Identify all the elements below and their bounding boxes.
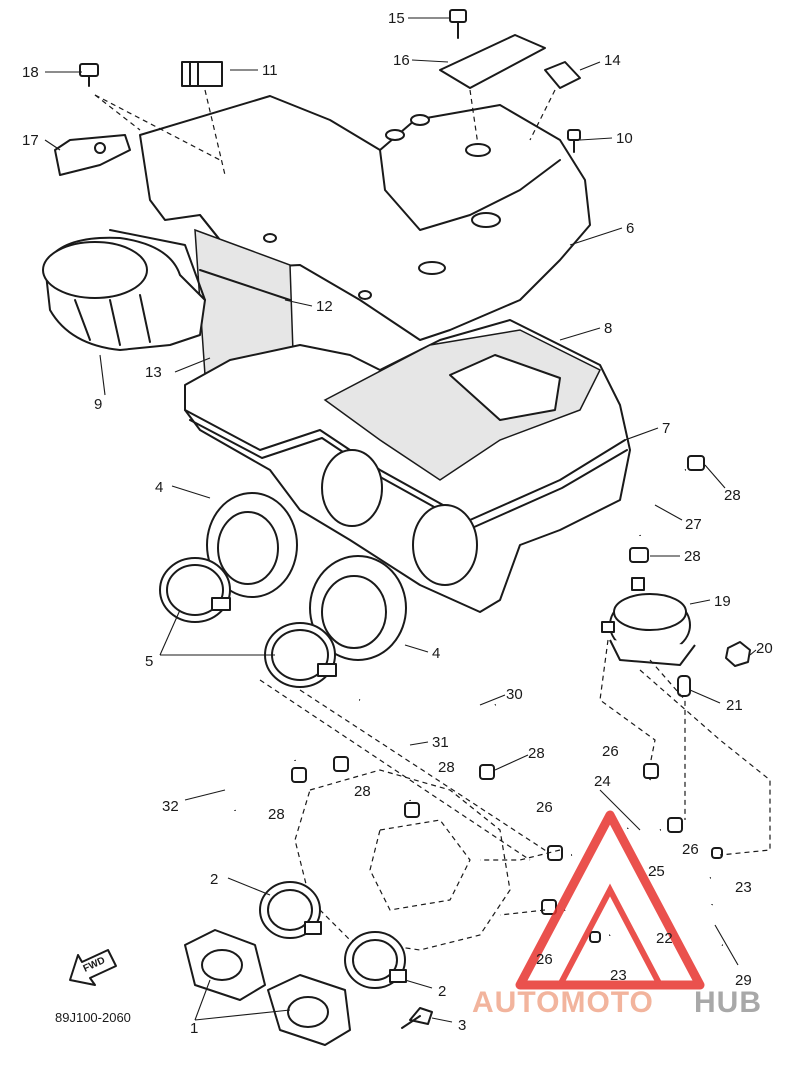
clip-26-c [667,817,683,833]
intake-joint-right [309,555,407,661]
forward-arrow: FWD [69,949,117,986]
callout-25: 25 [648,863,665,880]
callout-9: 9 [94,396,102,413]
callout-27: 27 [685,516,702,533]
hose-clip-28-c [404,802,420,818]
callout-20: 20 [756,640,773,657]
hose-31 [332,716,413,801]
plate-16 [439,34,546,89]
logo-left-text: AUTOMOTO [472,986,654,1019]
callout-18: 18 [22,64,39,81]
bracket-17 [54,134,131,176]
callout-26d: 26 [536,951,553,968]
clamp-2a [259,881,322,939]
watermark-logo: AUTOMOTO HUB [472,810,762,1019]
hose-32 [222,732,298,811]
hose-30 [359,697,497,734]
callout-26c: 26 [682,841,699,858]
callout-12: 12 [316,298,333,315]
nut-20 [725,641,751,667]
callout-31: 31 [432,734,449,751]
clamp-2b [344,931,407,989]
callout-5: 5 [145,653,153,670]
hose-21 [677,675,691,697]
fuel-hose-22 [563,867,712,938]
clip-26-d [541,899,557,915]
clip-23-a [711,847,723,859]
logo-right-text: HUB [694,986,762,1019]
callout-19: 19 [714,593,731,610]
callout-15: 15 [388,10,405,27]
callout-28e: 28 [354,783,371,800]
hose-27 [631,467,687,536]
callout-13: 13 [145,364,162,381]
carb-joint-1b [267,974,351,1046]
fuel-pump [601,577,696,666]
callout-29: 29 [735,972,752,989]
callout-4a: 4 [155,479,163,496]
drawing-code: 89J100-2060 [55,1010,131,1025]
callout-10: 10 [616,130,633,147]
callout-22: 22 [656,930,673,947]
callout-1: 1 [190,1020,198,1037]
air-duct [42,229,206,351]
air-box-cover [139,95,591,341]
hose-clip-28-d [479,764,495,780]
callout-labels: 1 2 2 3 4 4 5 6 7 8 9 10 11 12 13 14 15 … [22,10,773,1037]
callout-26a: 26 [602,743,619,760]
hose-clip-28-mid [629,547,649,563]
callout-16: 16 [393,52,410,69]
hose-clip-28-b [333,756,349,772]
callout-17: 17 [22,132,39,149]
hose-clip-28-a [291,767,307,783]
callout-11: 11 [262,62,278,79]
callout-28d: 28 [438,759,455,776]
callout-23b: 23 [610,967,627,984]
hose-routing-lines [480,639,771,916]
callout-2a: 2 [210,871,218,888]
bolt-15 [449,9,467,39]
callout-3: 3 [458,1017,466,1034]
carburetor-outline [259,679,561,951]
callout-2b: 2 [438,983,446,1000]
callout-7: 7 [662,420,670,437]
clip-14 [544,61,581,89]
callout-32: 32 [162,798,179,815]
callout-23a: 23 [735,879,752,896]
screw-3 [401,1007,433,1029]
bolt-18 [79,63,99,87]
carb-joint-1a [184,929,266,1001]
clip-26-a [643,763,659,779]
hose-clamp-left [159,557,231,623]
callout-28a: 28 [724,487,741,504]
callout-28c: 28 [528,745,545,762]
fuel-hose-29 [705,904,723,947]
callout-6: 6 [626,220,634,237]
air-box-case [184,319,631,613]
callout-21: 21 [726,697,743,714]
hose-clamp-right [264,622,337,688]
callout-14: 14 [604,52,621,69]
leader-lines [44,17,757,1023]
callout-28b: 28 [684,548,701,565]
screw-10 [567,129,581,153]
callout-4b: 4 [432,645,440,662]
hose-clip-28-top [687,455,705,471]
callout-8: 8 [604,320,612,337]
callout-30: 30 [506,686,523,703]
callout-28f: 28 [268,806,285,823]
callout-24: 24 [594,773,611,790]
hose-clip-11 [181,61,223,87]
intake-joint-left [206,492,298,598]
clip-23-b [589,931,601,943]
callout-26b: 26 [536,799,553,816]
